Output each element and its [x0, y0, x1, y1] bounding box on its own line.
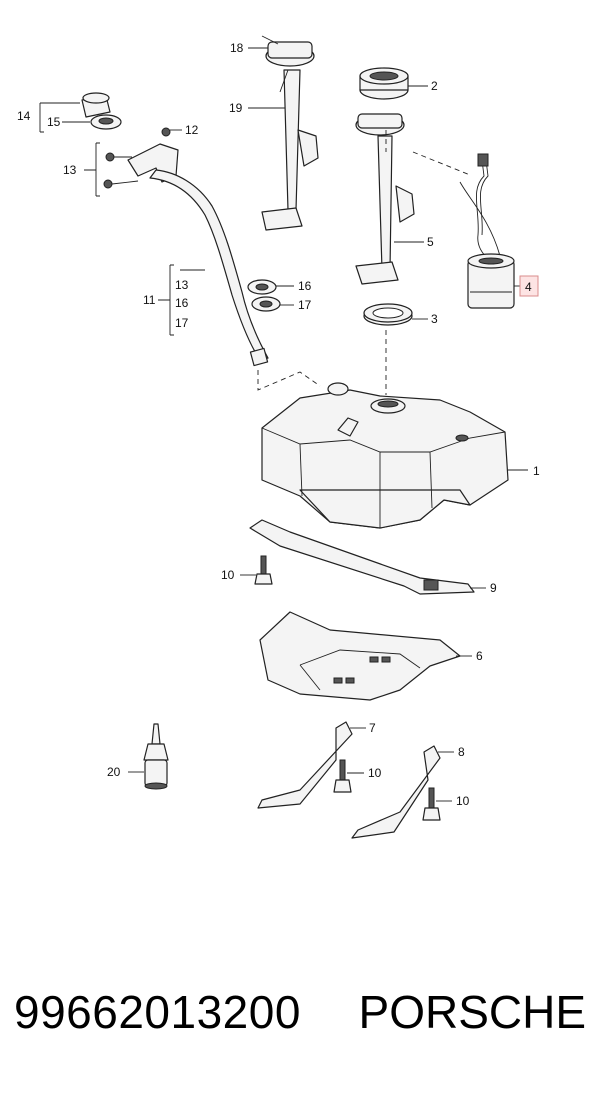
skid-plate-6 — [259, 611, 461, 701]
callout-10-lower: 10 — [456, 794, 470, 808]
fuel-tank — [261, 382, 509, 529]
callout-10-upper: 10 — [221, 568, 235, 582]
part-number: 99662013200 — [14, 986, 301, 1038]
callout-15: 15 — [47, 115, 61, 129]
parts-diagram: 14 15 12 13 11 13 16 17 16 17 18 — [17, 35, 540, 839]
callout-11: 11 — [143, 293, 156, 307]
callout-18: 18 — [230, 41, 244, 55]
callout-13-top: 13 — [63, 163, 77, 177]
callout-20: 20 — [107, 765, 121, 779]
callout-10-middle: 10 — [368, 766, 382, 780]
callout-9: 9 — [490, 581, 497, 595]
callout-16: 16 — [298, 279, 312, 293]
fuel-pump-4-highlighted — [459, 153, 515, 309]
callout-12: 12 — [185, 123, 199, 137]
callout-7: 7 — [369, 721, 376, 735]
callout-6: 6 — [476, 649, 483, 663]
callout-2: 2 — [431, 79, 438, 93]
callout-19: 19 — [229, 101, 243, 115]
fuel-pump-assembly-5 — [355, 113, 415, 285]
tank-seal-ring — [363, 303, 413, 326]
fuel-level-sender-19 — [261, 35, 319, 231]
footer: 99662013200 PORSCHE — [0, 985, 600, 1065]
callout-14: 14 — [17, 109, 31, 123]
callout-5: 5 — [427, 235, 434, 249]
bolt-10-middle — [333, 759, 352, 793]
callout-13-bottom: 13 — [175, 278, 189, 292]
bolt-10-upper — [254, 555, 273, 585]
brand-name: PORSCHE — [358, 986, 586, 1038]
callout-17-group: 17 — [175, 316, 189, 330]
strap-7 — [257, 721, 353, 809]
callout-1: 1 — [533, 464, 540, 478]
callout-16-group: 16 — [175, 296, 189, 310]
callout-4-highlight — [519, 275, 539, 297]
bolt-10-lower — [422, 787, 441, 821]
strap-8 — [351, 745, 441, 839]
tank-strap-9 — [249, 519, 475, 595]
callout-3: 3 — [431, 312, 438, 326]
callout-4: 4 — [525, 280, 532, 294]
filler-neck-hose — [149, 169, 269, 361]
callout-8: 8 — [458, 745, 465, 759]
filler-cap-assembly — [81, 92, 122, 130]
sealant-tube-20 — [143, 723, 169, 790]
seal-rings-16-17 — [247, 279, 281, 312]
callout-17: 17 — [298, 298, 312, 312]
lock-ring — [359, 67, 409, 100]
